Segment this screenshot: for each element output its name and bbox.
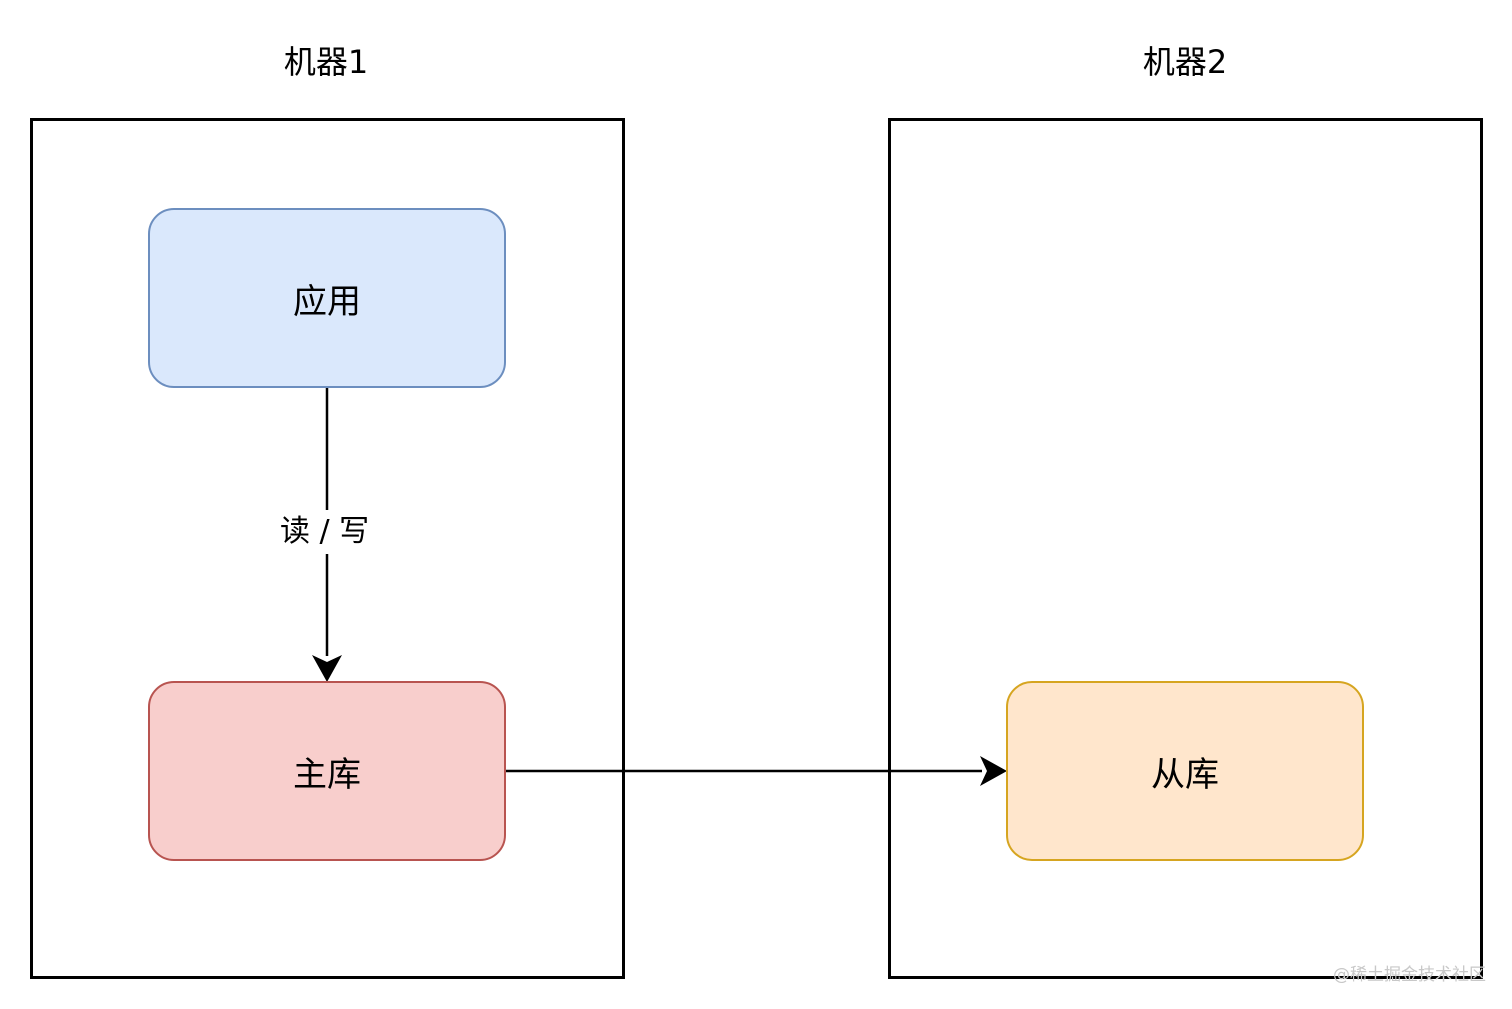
machine2-title: 机器2 (1142, 43, 1228, 81)
master-db-node[interactable]: 主库 (148, 681, 506, 861)
app-node[interactable]: 应用 (148, 208, 506, 388)
app-node-label: 应用 (293, 281, 361, 322)
master-db-node-label: 主库 (293, 754, 361, 795)
read-write-edge-label: 读 / 写 (276, 510, 374, 554)
machine2-container (888, 118, 1483, 979)
machine1-title: 机器1 (283, 43, 369, 81)
machine1-container (30, 118, 625, 979)
slave-db-node[interactable]: 从库 (1006, 681, 1364, 861)
arrowhead-master (312, 655, 342, 682)
slave-db-node-label: 从库 (1151, 754, 1219, 795)
arrowhead-slave (980, 756, 1007, 786)
watermark: @稀土掘金技术社区 (1333, 965, 1486, 985)
